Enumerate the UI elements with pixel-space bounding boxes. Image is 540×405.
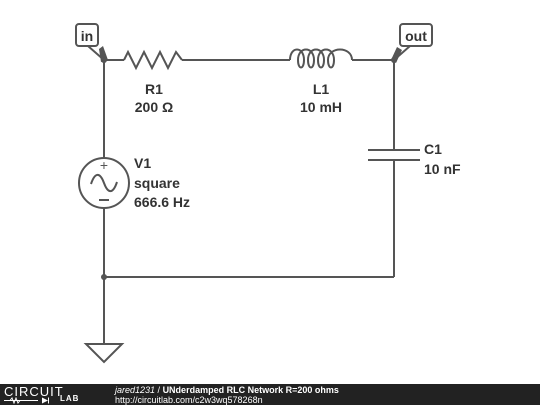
output-port[interactable]: out — [391, 23, 433, 63]
separator: / — [155, 385, 163, 395]
ground-symbol[interactable] — [83, 343, 125, 364]
capacitor-c1[interactable]: C1 10 nF — [368, 141, 461, 177]
l1-value: 10 mH — [300, 99, 342, 115]
circuit-title: UNderdamped RLC Network R=200 ohms — [162, 385, 339, 395]
junction-dot — [391, 57, 397, 63]
footer-bar: CIRCUIT LAB jared1231 / UNderdamped RLC … — [0, 384, 540, 405]
circuitlab-logo[interactable]: CIRCUIT — [4, 384, 64, 399]
r1-value: 200 Ω — [135, 99, 173, 115]
v1-frequency: 666.6 Hz — [134, 194, 190, 210]
author-link[interactable]: jared1231 — [115, 385, 156, 395]
junction-dot — [101, 274, 107, 280]
input-port-label: in — [81, 28, 93, 44]
junction-dot — [101, 57, 107, 63]
circuitlab-logo-sub: LAB — [60, 394, 80, 403]
svg-text:+: + — [100, 157, 108, 173]
v1-type: square — [134, 175, 180, 191]
inductor-l1[interactable]: L1 10 mH — [289, 48, 353, 116]
voltage-source-v1[interactable]: + V1 square 666.6 Hz — [78, 155, 190, 210]
output-port-label: out — [405, 28, 427, 44]
circuit-schematic: in out R1 200 Ω L1 10 mH C1 10 nF + V1 — [75, 23, 461, 364]
v1-name: V1 — [134, 155, 151, 171]
r1-name: R1 — [145, 81, 163, 97]
l1-name: L1 — [313, 81, 330, 97]
circuit-url[interactable]: http://circuitlab.com/c2w3wq578268n — [115, 395, 263, 405]
resistor-r1[interactable]: R1 200 Ω — [123, 49, 183, 115]
circuit-meta: jared1231 / UNderdamped RLC Network R=20… — [115, 385, 339, 405]
c1-name: C1 — [424, 141, 442, 157]
c1-value: 10 nF — [424, 161, 461, 177]
input-port[interactable]: in — [75, 23, 108, 62]
logo-circuit-symbol-icon — [4, 397, 49, 404]
